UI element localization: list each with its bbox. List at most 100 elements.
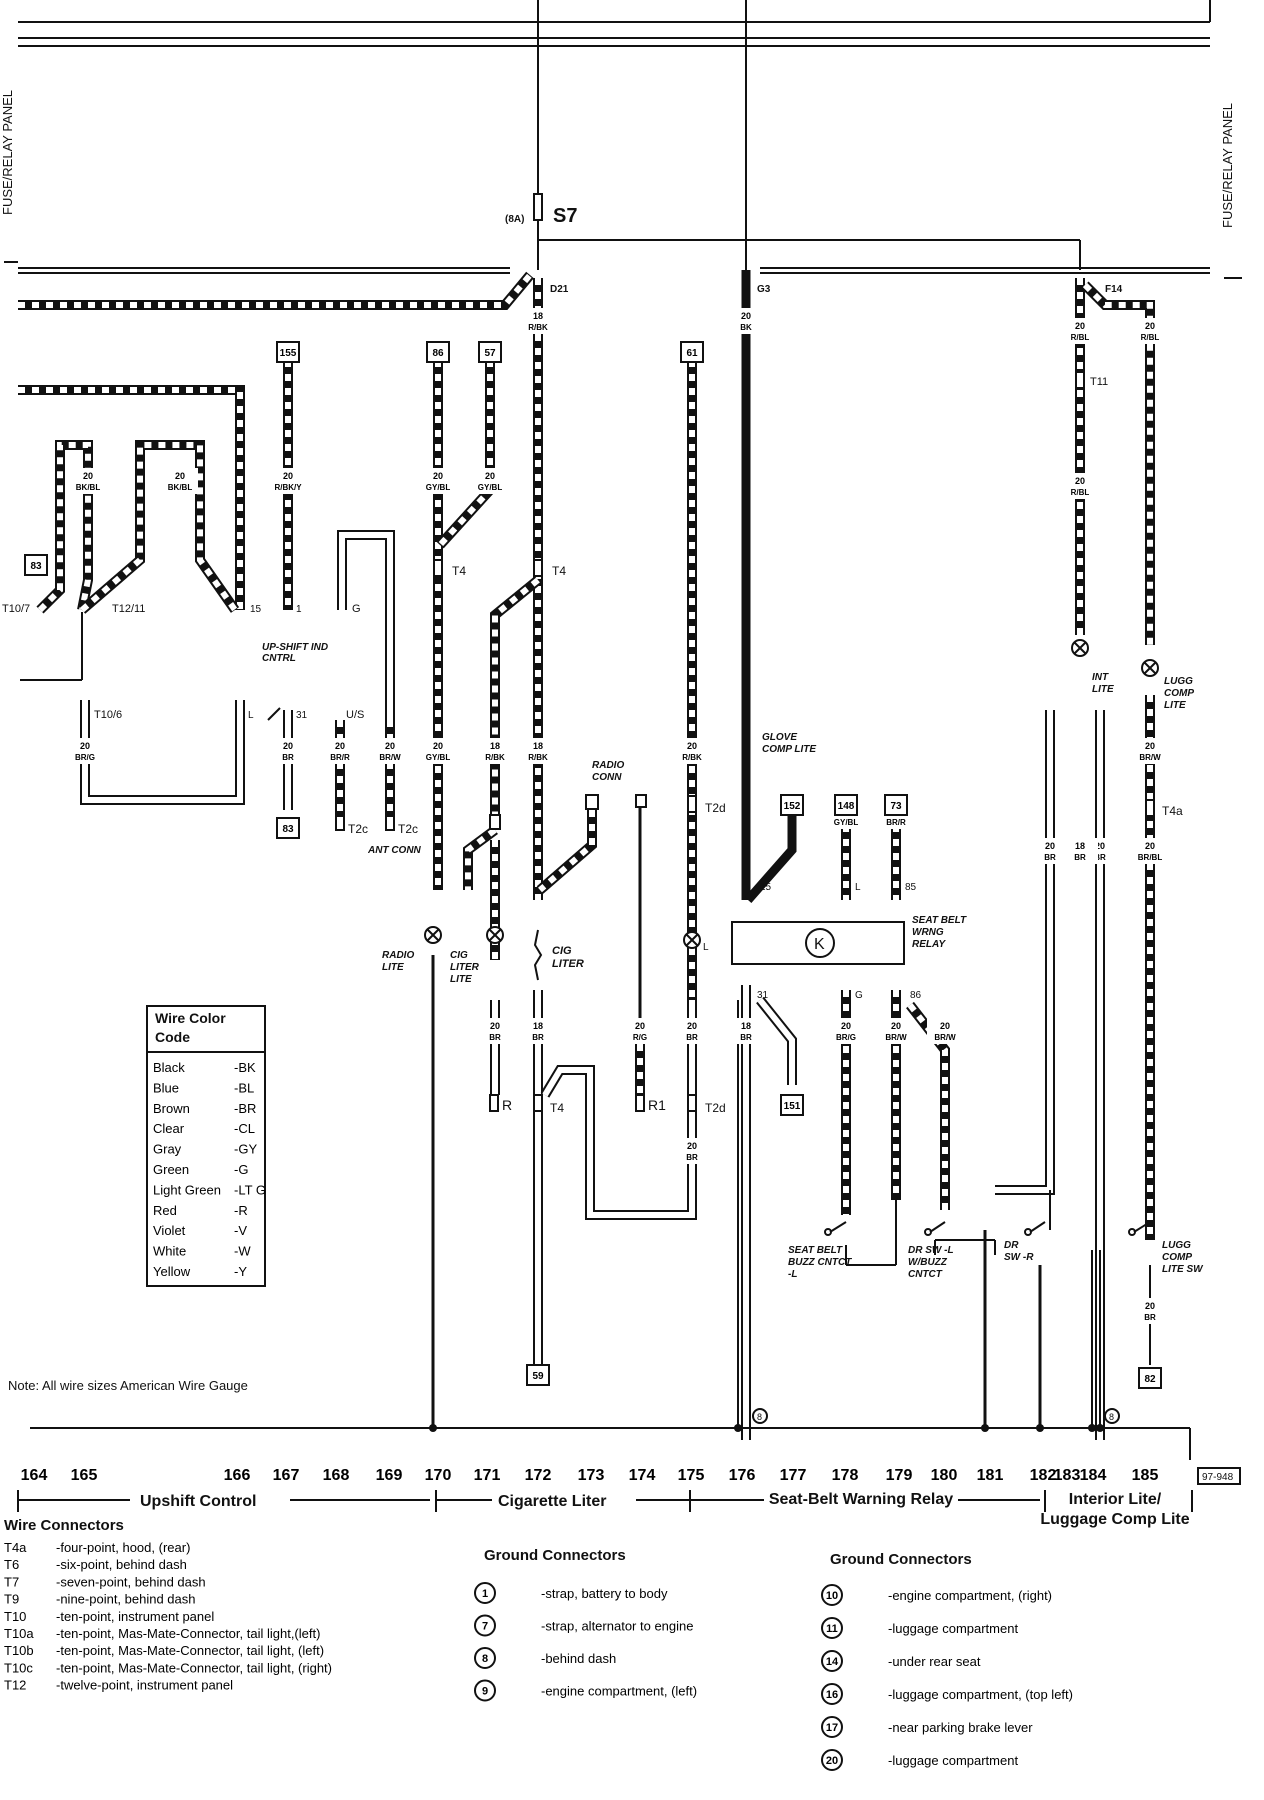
door-switch-left-icon	[924, 1221, 946, 1236]
ground-number-circle	[821, 1716, 843, 1738]
ground-connector-row: 8-behind dash	[474, 1647, 616, 1669]
color-code-row: Black-BK	[153, 1060, 256, 1075]
ground-desc: -behind dash	[541, 1651, 616, 1666]
scale-number: 183	[1054, 1467, 1081, 1484]
wire-connector-code: T10b	[4, 1643, 34, 1658]
wire-gauge: 20	[1045, 841, 1055, 851]
connector-t4-b: T4	[552, 564, 566, 578]
wire-spec: 20R/BL	[1132, 318, 1168, 344]
int-lite-label: INT LITE	[1092, 672, 1114, 695]
wire-gauge: 20	[175, 471, 185, 481]
wire-connector-desc: -six-point, behind dash	[56, 1557, 187, 1572]
scale-number: 165	[71, 1467, 98, 1484]
wire-gauge: 20	[1095, 841, 1105, 851]
door-switch-right-icon	[1024, 1221, 1046, 1236]
wire-color: BK/BL	[168, 483, 193, 492]
ground-connector-row: 16-luggage compartment, (top left)	[821, 1683, 1073, 1705]
wire-gauge: 20	[283, 741, 293, 751]
wire-color: BR	[1144, 1313, 1156, 1322]
wire-gauge: 20	[490, 1021, 500, 1031]
door-switch-right-label: DR SW -R	[1004, 1240, 1034, 1263]
wire-connector-code: T9	[4, 1592, 19, 1607]
ref-box: 151	[780, 1094, 804, 1116]
connector-t4a: T4a	[1162, 804, 1183, 818]
wire-color: GY/BL	[834, 818, 859, 827]
wire-spec: 18R/BK	[520, 738, 556, 764]
wire-color: R/BK	[528, 753, 548, 762]
wire-connector-desc: -ten-point, Mas-Mate-Connector, tail lig…	[56, 1626, 320, 1641]
svg-text:8: 8	[757, 1412, 762, 1422]
ground-number-circle	[474, 1582, 496, 1604]
ref-box-label: 82	[1144, 1374, 1156, 1385]
wire-color: BR/G	[836, 1033, 856, 1042]
wire-gauge: 20	[687, 1141, 697, 1151]
connector-t10-7: T10/7	[2, 603, 30, 615]
fuse-s7	[533, 193, 543, 221]
wire-color: R/G	[633, 1033, 647, 1042]
ref-box-label: 57	[484, 348, 496, 359]
radio-conn-label: RADIO CONN	[592, 760, 625, 783]
wire-connector-row: T12-twelve-point, instrument panel	[4, 1678, 233, 1693]
ref-box: 83	[276, 817, 300, 839]
wire-spec: 20R/BK/Y	[270, 468, 306, 494]
pin-1: 1	[296, 604, 302, 615]
seat-belt-relay-label: SEAT BELT WRNG RELAY	[912, 915, 967, 950]
lugg-switch-icon	[1128, 1221, 1151, 1236]
ref-box-label: 73	[890, 801, 902, 812]
color-name: Light Green	[153, 1182, 221, 1197]
wire-color: BR/R	[886, 818, 906, 827]
ref-box-label: 155	[280, 348, 297, 359]
cig-liter-lite-bulb-icon	[486, 926, 504, 944]
scale-number: 173	[578, 1467, 605, 1484]
wire-connector-row: T9-nine-point, behind dash	[4, 1592, 196, 1607]
wire-color: GY/BL	[426, 753, 451, 762]
color-code-row: Light Green-LT G	[153, 1182, 266, 1197]
ref-box: 61	[680, 341, 704, 363]
terminal-f14: F14	[1105, 284, 1123, 295]
color-code: -V	[234, 1223, 247, 1238]
scale-number: 172	[525, 1467, 552, 1484]
ground-connectors-title-left: Ground Connectors	[484, 1547, 626, 1564]
wire-color: R/BK	[528, 323, 548, 332]
wire-spec: 18R/BK	[477, 738, 513, 764]
ground-junctions	[429, 1424, 1104, 1432]
ref-box: 83	[24, 554, 48, 576]
wire-gauge: 20	[433, 471, 443, 481]
seat-belt-relay: K	[731, 921, 905, 965]
wire-color: BR	[489, 1033, 501, 1042]
scale-number: 179	[886, 1467, 913, 1484]
wire-connector-code: T10c	[4, 1660, 33, 1675]
scale-number: 178	[832, 1467, 859, 1484]
ref-box-label: 83	[30, 561, 42, 572]
color-code-row: Red-R	[153, 1203, 248, 1218]
fuse-rating: (8A)	[505, 214, 524, 225]
scale-number: 174	[629, 1467, 656, 1484]
svg-text:8: 8	[1109, 1412, 1114, 1422]
color-code-row: Gray-GY	[153, 1142, 257, 1157]
color-code: -GY	[234, 1142, 257, 1157]
ref-box-label: 86	[432, 348, 444, 359]
wire-spec: 20R/G	[622, 1018, 658, 1044]
color-code: -W	[234, 1244, 251, 1259]
ground-desc: -near parking brake lever	[888, 1720, 1033, 1735]
diagram-id: 97-948	[1202, 1472, 1234, 1483]
ground-connector-row: 17-near parking brake lever	[821, 1716, 1033, 1738]
ground-number-circle	[474, 1679, 496, 1702]
pin-15-a: 15	[250, 604, 262, 615]
ground-connector-row: 14-under rear seat	[821, 1650, 981, 1672]
upshift-label: UP-SHIFT IND CNTRL	[262, 642, 329, 664]
bulbs	[424, 639, 1159, 949]
ant-conn-label: ANT CONN	[368, 845, 421, 856]
panel-label-right: FUSE/RELAY PANEL	[1220, 103, 1235, 228]
ground-connector-row: 10-engine compartment, (right)	[821, 1584, 1052, 1606]
wire-color: BR/W	[379, 753, 401, 762]
pin-l: L	[248, 710, 254, 721]
terminal-d21: D21	[550, 284, 569, 295]
